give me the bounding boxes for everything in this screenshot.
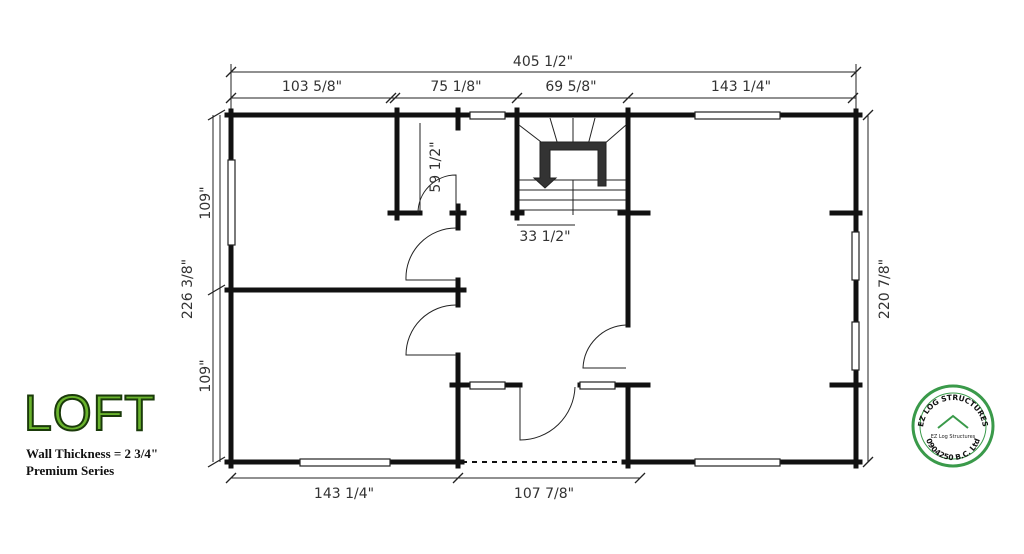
bottom-dim-2: 107 7/8" xyxy=(514,486,574,502)
series-label: Premium Series xyxy=(26,463,115,478)
left-upper-dim: 109" xyxy=(198,186,214,219)
stair-width-dim: 33 1/2" xyxy=(519,229,570,245)
staircase xyxy=(518,117,627,215)
closet-depth-dim: 59 1/2" xyxy=(428,141,444,192)
dimension-lines xyxy=(207,64,874,484)
right-overall-dim: 220 7/8" xyxy=(877,259,893,319)
windows xyxy=(227,111,860,467)
plan-title: LOFT xyxy=(23,385,156,441)
top-dim-2: 75 1/8" xyxy=(430,79,481,95)
house-icon xyxy=(937,414,969,429)
doors xyxy=(405,174,627,441)
top-dim-4: 143 1/4" xyxy=(711,79,771,95)
bottom-dim-1: 143 1/4" xyxy=(314,486,374,502)
seal-center-text: EZ Log Structures xyxy=(931,434,976,440)
dimension-labels: 405 1/2" 103 5/8" 75 1/8" 69 5/8" 143 1/… xyxy=(180,54,893,502)
left-overall-dim: 226 3/8" xyxy=(180,259,196,319)
company-seal: EZ LOG STRUCTURES 0904250 B.C. Ltd EZ Lo… xyxy=(911,384,995,468)
top-dim-3: 69 5/8" xyxy=(545,79,596,95)
wall-thickness-note: Wall Thickness = 2 3/4" xyxy=(26,446,159,461)
overall-width-label: 405 1/2" xyxy=(513,54,573,70)
top-dim-1: 103 5/8" xyxy=(282,79,342,95)
left-lower-dim: 109" xyxy=(198,359,214,392)
